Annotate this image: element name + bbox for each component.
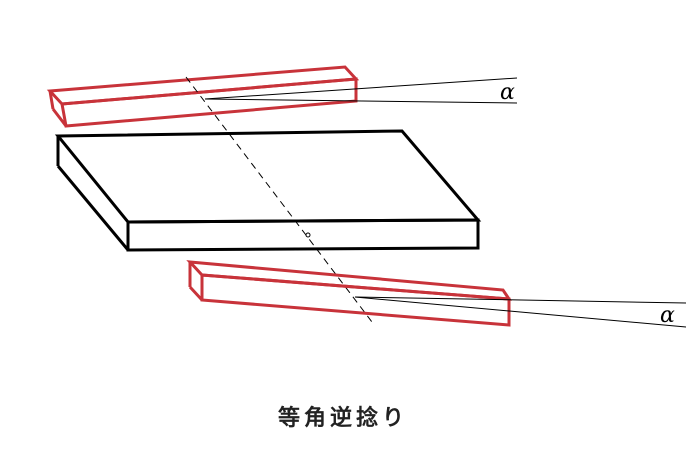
axis-center-mark bbox=[305, 232, 311, 238]
bottom-bar bbox=[186, 260, 512, 327]
diagram-caption: 等角逆捻り bbox=[277, 406, 408, 431]
board bbox=[54, 129, 482, 252]
bottom-angle-lines bbox=[354, 296, 686, 328]
twist-axis bbox=[185, 76, 373, 323]
top-bar bbox=[46, 65, 360, 128]
top-angle-label: α bbox=[500, 80, 515, 105]
bottom-angle-label: α bbox=[660, 303, 675, 328]
top-angle-lines bbox=[204, 77, 518, 104]
